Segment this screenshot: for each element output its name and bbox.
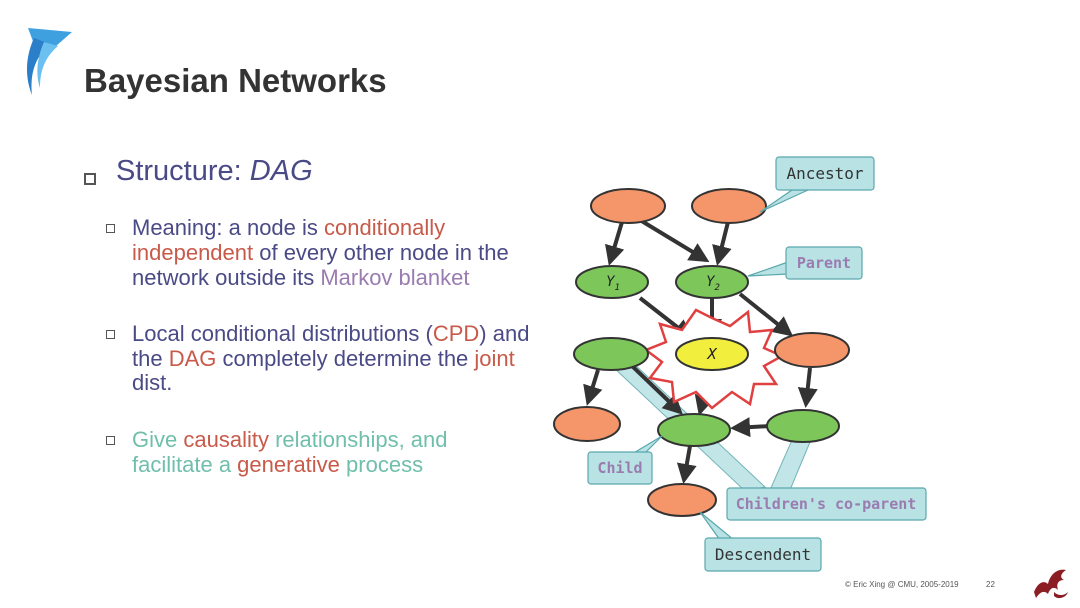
x-label: X xyxy=(706,345,717,363)
y2-label: Y2 xyxy=(706,274,720,293)
ancestor-callout-pointer xyxy=(759,189,809,213)
y1-label: Y1 xyxy=(606,274,620,293)
ancestor-node-right xyxy=(691,188,767,224)
coparent-band-right xyxy=(769,439,811,491)
parent-callout-pointer xyxy=(747,261,789,277)
coparent-callout-text: Children's co-parent xyxy=(736,495,917,513)
bullet-square-icon xyxy=(106,330,115,340)
edge xyxy=(712,221,732,266)
child-callout-pointer xyxy=(629,435,663,455)
coparent-node-left xyxy=(573,337,649,371)
edge xyxy=(628,362,683,415)
bullet-square-icon xyxy=(84,173,96,185)
target-node-x xyxy=(675,337,749,371)
bayes-network-diagram: Y1 Y2 X Ancestor Parent Child Children's… xyxy=(553,156,927,572)
ancestor-callout xyxy=(775,156,875,191)
dragon-logo-icon xyxy=(1034,569,1068,599)
edge xyxy=(583,369,603,406)
bullet-list: Structure: DAG Meaning: a node is condit… xyxy=(84,155,534,477)
parent-node-y2 xyxy=(675,265,749,299)
bullet-structure: Structure: DAG xyxy=(84,155,534,188)
child-callout xyxy=(587,451,653,485)
slide-title: Bayesian Networks xyxy=(84,62,387,99)
descendent-callout xyxy=(704,537,822,572)
copyright-footer: © Eric Xing @ CMU, 2005-2019 xyxy=(845,580,959,589)
leaf-node-left xyxy=(553,406,621,442)
sibling-node-right xyxy=(774,332,850,368)
coparent-callout xyxy=(726,487,927,521)
bullet-square-icon xyxy=(106,436,115,446)
ancestor-node-left xyxy=(590,188,666,224)
edge xyxy=(797,367,818,408)
edge xyxy=(605,221,625,266)
edge xyxy=(730,417,771,438)
parent-callout-text: Parent xyxy=(797,254,851,272)
parent-callout xyxy=(785,246,863,280)
descendent-callout-text: Descendent xyxy=(715,545,811,564)
child-node xyxy=(657,413,731,447)
ancestor-callout-text: Ancestor xyxy=(786,164,863,183)
page-number: 22 xyxy=(986,580,995,589)
edge xyxy=(638,218,710,263)
bullet-meaning: Meaning: a node is conditionally indepen… xyxy=(84,216,534,290)
bullet-cpd: Local conditional distributions (CPD) an… xyxy=(84,321,534,396)
edge xyxy=(738,292,794,337)
descendent-node xyxy=(647,483,717,517)
edge xyxy=(676,445,697,484)
bullet-square-icon xyxy=(106,224,115,234)
parent-node-y1 xyxy=(575,265,649,299)
bullet-causal: Give causality relationships, and facili… xyxy=(84,427,534,477)
child-callout-text: Child xyxy=(597,459,642,477)
logo-icon xyxy=(27,28,72,95)
coparent-node-right xyxy=(766,409,840,443)
